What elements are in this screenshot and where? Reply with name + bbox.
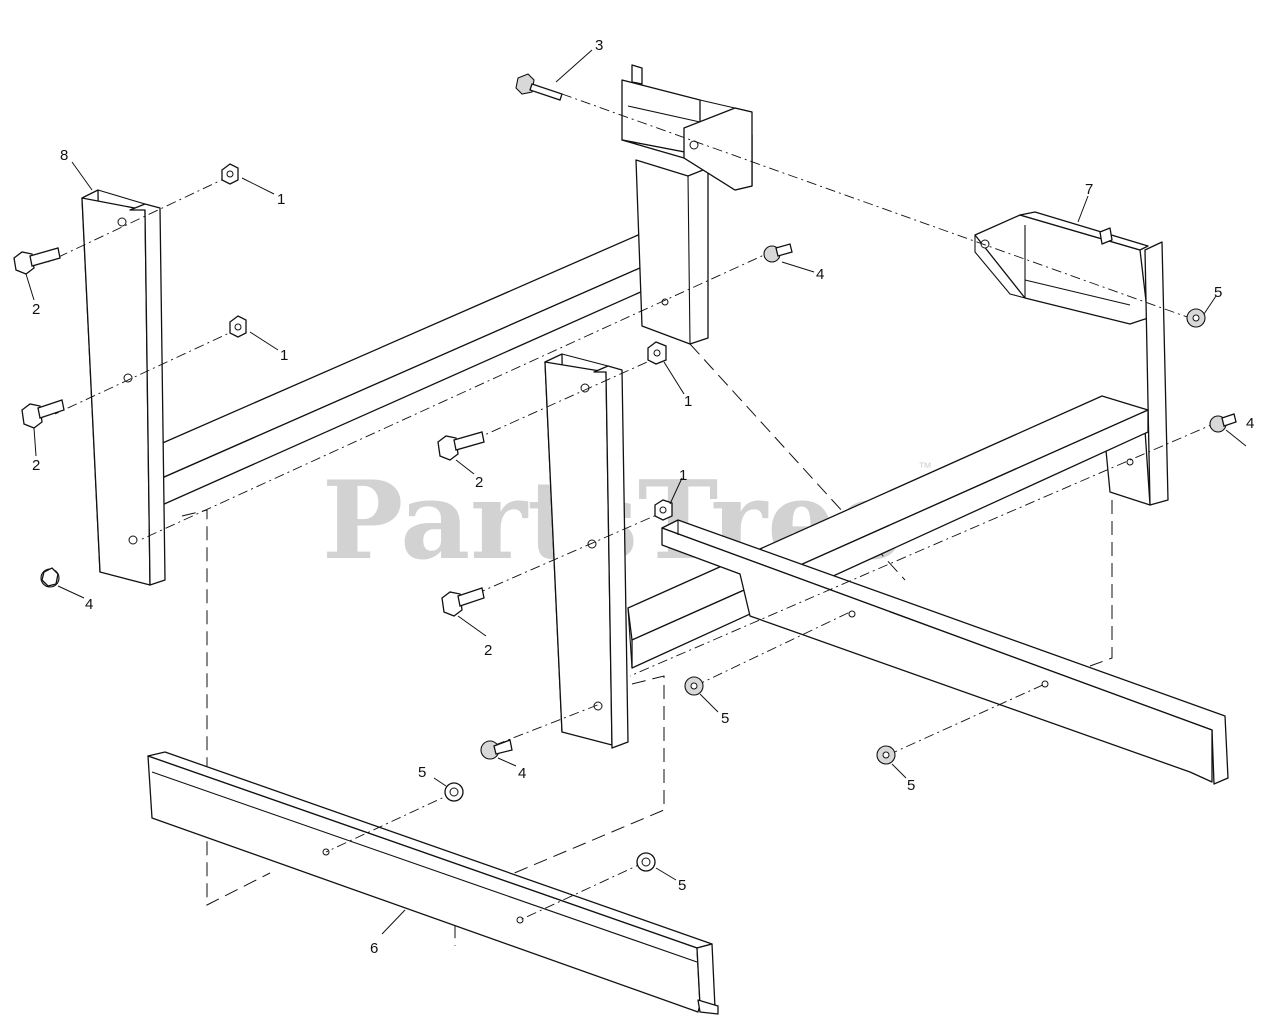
callout-4-rear: 4 — [816, 266, 824, 283]
flange-nut-5d — [444, 782, 464, 802]
flange-nut-5b — [684, 676, 704, 696]
callout-2-center: 2 — [475, 474, 483, 491]
rear-upright-post — [635, 159, 709, 345]
hex-nut-1d — [654, 499, 673, 521]
watermark-trademark: ™ — [918, 459, 932, 475]
callout-1-top-left: 1 — [277, 191, 285, 208]
front-right-bracket — [974, 211, 1149, 325]
bottom-front-rail — [147, 751, 719, 1015]
hex-nut-1c — [647, 341, 667, 365]
left-upright-post — [81, 189, 166, 586]
callout-1-lower-center: 1 — [679, 467, 687, 484]
assembly-axis-lines — [47, 93, 1219, 921]
hardware — [13, 73, 1237, 872]
callout-1-center: 1 — [684, 393, 692, 410]
hex-nut-1a — [221, 163, 239, 185]
callout-labels: 3 8 1 1 1 1 2 2 2 2 4 4 4 4 5 5 5 5 5 6 … — [32, 37, 1254, 957]
callout-5-bottom-left: 5 — [418, 764, 426, 781]
front-right-upright-post — [1104, 241, 1169, 506]
flange-bolt-4b — [763, 243, 793, 263]
flange-nut-5a — [1186, 308, 1206, 328]
flange-bolt-4a — [40, 567, 60, 588]
callout-4-left: 4 — [85, 596, 93, 613]
leader-lines — [25, 49, 1247, 935]
callout-7: 7 — [1085, 181, 1093, 198]
hex-bolt-2b — [21, 399, 65, 429]
bolt-3 — [515, 73, 563, 101]
hex-bolt-2a — [13, 247, 61, 275]
callout-2-lower-left: 2 — [32, 457, 40, 474]
rear-top-bracket — [621, 64, 753, 191]
callout-6: 6 — [370, 940, 378, 957]
callout-2-upper-left: 2 — [32, 301, 40, 318]
callout-5-bottom-right: 5 — [678, 877, 686, 894]
callout-5-right-top: 5 — [1214, 284, 1222, 301]
callout-3: 3 — [595, 37, 603, 54]
callout-5-right-lower: 5 — [907, 777, 915, 794]
callout-4-right: 4 — [1246, 415, 1254, 432]
flange-nut-5e — [636, 852, 656, 872]
hex-nut-1b — [229, 315, 247, 338]
center-upright-post — [544, 353, 629, 749]
callout-2-lower-center: 2 — [484, 642, 492, 659]
callout-4-center: 4 — [518, 765, 526, 782]
flange-bolt-4c — [1209, 413, 1237, 433]
callout-5-center: 5 — [721, 710, 729, 727]
flange-bolt-4d — [480, 739, 513, 760]
side-angle-rail — [661, 519, 1229, 785]
callout-1-mid-left: 1 — [280, 347, 288, 364]
hex-bolt-2d — [441, 587, 485, 617]
flange-nut-5c — [876, 745, 896, 765]
hex-bolt-2c — [437, 431, 485, 461]
callout-8: 8 — [60, 147, 68, 164]
